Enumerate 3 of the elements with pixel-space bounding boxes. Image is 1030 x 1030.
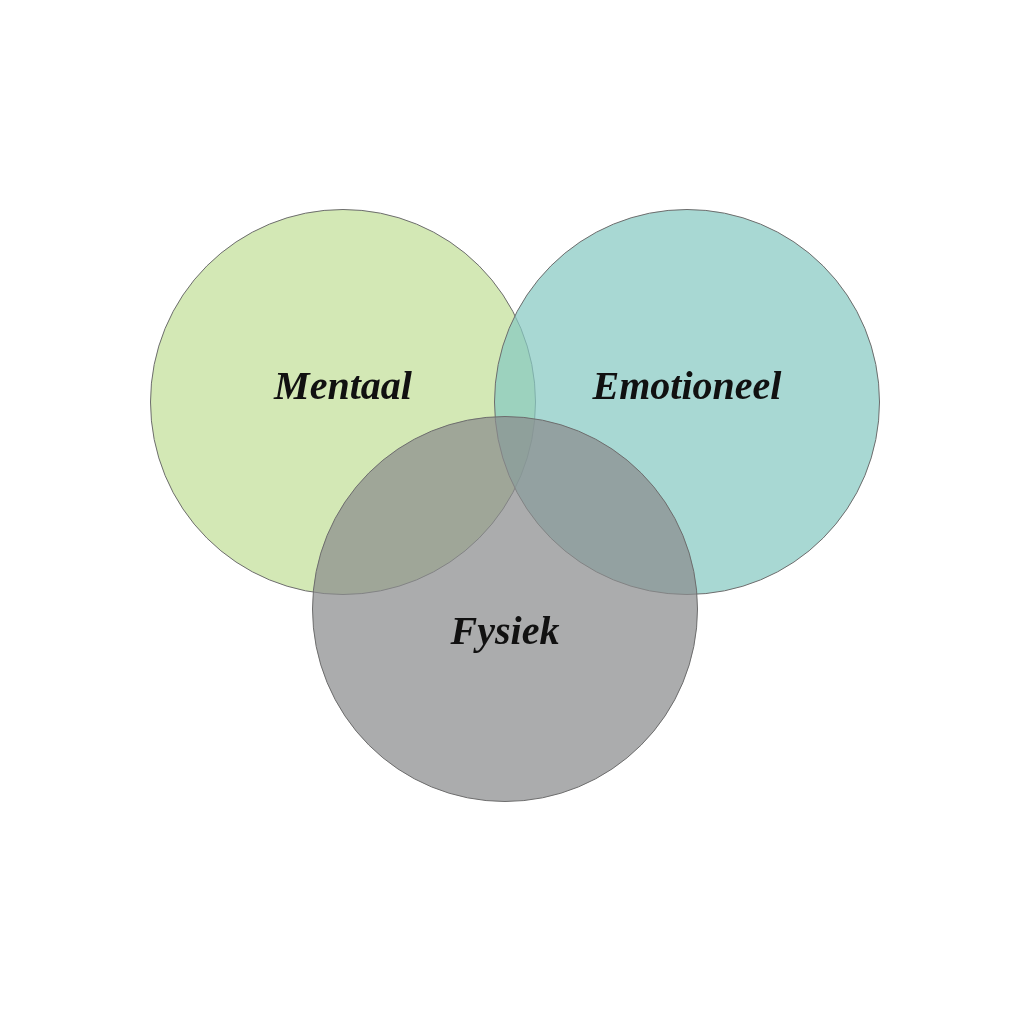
circle-label: Fysiek — [450, 607, 560, 654]
circle-label: Mentaal — [274, 362, 412, 409]
circle-label: Emotioneel — [592, 362, 782, 409]
